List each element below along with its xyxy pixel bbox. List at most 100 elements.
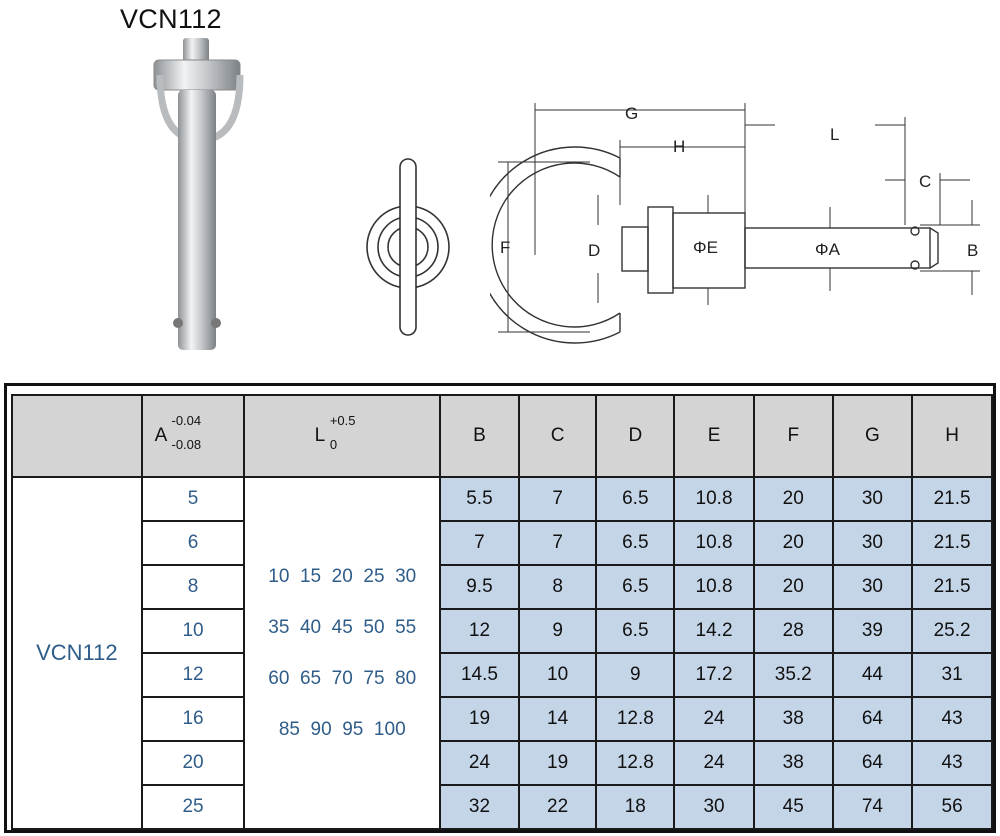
model-cell: VCN112 [11, 476, 143, 830]
spec-table: A -0.04 -0.08 L +0.5 0 B C D E F G H VCN… [11, 394, 993, 830]
a-value-cell: 25 [140, 784, 246, 830]
side-view-drawing [366, 158, 450, 336]
label-a: ΦA [815, 240, 841, 259]
dimension-cell: 19 [439, 696, 520, 742]
header-col-f: F [752, 394, 834, 478]
dimension-cell: 25.2 [911, 608, 993, 654]
dimension-cell: 24 [439, 740, 520, 786]
dimension-cell: 45 [752, 784, 834, 830]
dimension-cell: 6.5 [595, 476, 676, 522]
dimension-cell: 38 [752, 740, 834, 786]
label-c: C [919, 172, 931, 191]
label-g: G [625, 104, 638, 123]
dimension-cell: 6.5 [595, 608, 676, 654]
dimension-cell: 64 [831, 696, 914, 742]
a-value-cell: 12 [140, 652, 246, 698]
header-l-tol-upper: +0.5 [329, 413, 356, 428]
header-col-d: D [595, 394, 676, 478]
dimension-cell: 30 [831, 564, 914, 610]
dimension-cell: 21.5 [911, 520, 993, 566]
dimension-cell: 10.8 [673, 520, 755, 566]
dimension-cell: 74 [831, 784, 914, 830]
dimension-cell: 10.8 [673, 476, 755, 522]
label-e: ΦE [693, 238, 718, 257]
dimension-cell: 38 [752, 696, 834, 742]
header-blank [11, 394, 143, 478]
label-h: H [673, 137, 685, 156]
dimension-cell: 17.2 [673, 652, 755, 698]
header-col-e: E [673, 394, 755, 478]
header-a-label: A [154, 425, 167, 447]
dimension-cell: 8 [517, 564, 598, 610]
dimension-cell: 20 [752, 564, 834, 610]
dimension-cell: 7 [517, 520, 598, 566]
a-value-cell: 6 [140, 520, 246, 566]
dimension-cell: 39 [831, 608, 914, 654]
a-value-cell: 5 [140, 476, 246, 522]
header-l-tol-lower: 0 [329, 437, 338, 452]
dimension-cell: 10 [517, 652, 598, 698]
label-d: D [588, 241, 600, 260]
dimension-cell: 28 [752, 608, 834, 654]
dimension-cell: 7 [439, 520, 520, 566]
dimension-cell: 30 [831, 476, 914, 522]
dimension-cell: 24 [673, 740, 755, 786]
spec-table-frame: A -0.04 -0.08 L +0.5 0 B C D E F G H VCN… [4, 383, 996, 833]
dimension-cell: 43 [911, 740, 993, 786]
a-value-cell: 16 [140, 696, 246, 742]
header-a-tol-lower: -0.08 [171, 437, 202, 452]
dimension-cell: 7 [517, 476, 598, 522]
a-value-cell: 10 [140, 608, 246, 654]
pin-photo [153, 38, 244, 350]
label-b: B [967, 241, 978, 260]
dimension-cell: 31 [911, 652, 993, 698]
dimension-cell: 44 [831, 652, 914, 698]
dimension-cell: 14.5 [439, 652, 520, 698]
header-row: A -0.04 -0.08 L +0.5 0 B C D E F G H [11, 394, 993, 478]
length-option-line: 10 15 20 25 30 [268, 566, 417, 587]
dimension-cell: 21.5 [911, 476, 993, 522]
dimension-cell: 32 [439, 784, 520, 830]
label-f: F [500, 238, 510, 257]
dimension-cell: 24 [673, 696, 755, 742]
header-col-c: C [517, 394, 598, 478]
header-l: L +0.5 0 [243, 394, 442, 478]
dimension-cell: 30 [673, 784, 755, 830]
dimension-cell: 9 [595, 652, 676, 698]
dimension-cell: 9.5 [439, 564, 520, 610]
length-option-line: 35 40 45 50 55 [268, 617, 417, 638]
dimension-cell: 21.5 [911, 564, 993, 610]
dimension-cell: 14.2 [673, 608, 755, 654]
dimension-cell: 6.5 [595, 520, 676, 566]
dimension-cell: 19 [517, 740, 598, 786]
header-a-tol-upper: -0.04 [171, 413, 202, 428]
dimension-cell: 20 [752, 476, 834, 522]
length-option-line: 60 65 70 75 80 [268, 668, 417, 689]
header-col-b: B [439, 394, 520, 478]
dimension-cell: 22 [517, 784, 598, 830]
length-options-cell: 10 15 20 25 30 35 40 45 50 55 60 65 70 75 … [243, 476, 442, 830]
header-l-label: L [314, 425, 325, 447]
dimension-cell: 12.8 [595, 696, 676, 742]
dimension-cell: 20 [752, 520, 834, 566]
product-title: VCN112 [120, 4, 222, 34]
dimension-cell: 12.8 [595, 740, 676, 786]
dimension-cell: 35.2 [752, 652, 834, 698]
dimension-cell: 43 [911, 696, 993, 742]
header-col-h: H [911, 394, 993, 478]
dimension-cell: 56 [911, 784, 993, 830]
dimension-cell: 14 [517, 696, 598, 742]
dimension-cell: 5.5 [439, 476, 520, 522]
dimension-cell: 18 [595, 784, 676, 830]
header-a: A -0.04 -0.08 [140, 394, 246, 478]
a-value-cell: 8 [140, 564, 246, 610]
dimension-cell: 12 [439, 608, 520, 654]
